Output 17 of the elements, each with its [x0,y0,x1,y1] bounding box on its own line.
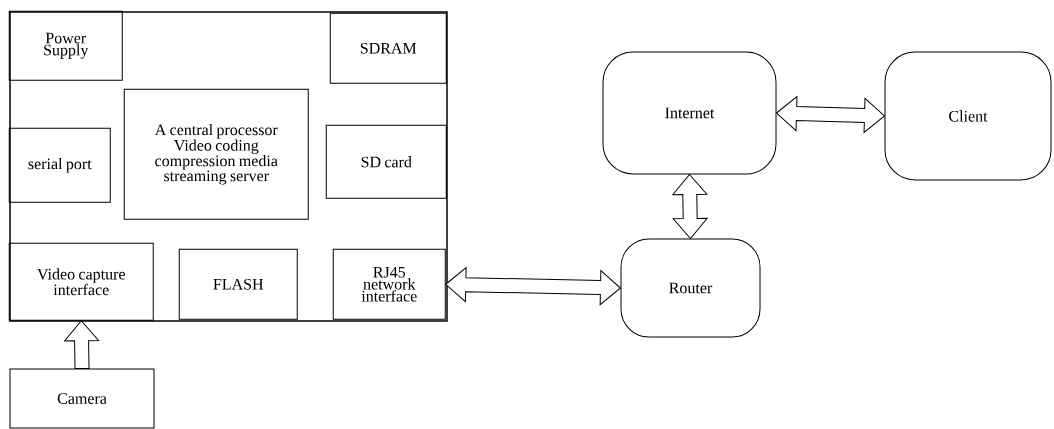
component-box: SDRAM [329,12,447,84]
rounded-box: Client [884,51,1052,181]
component-box: A central processor Video coding compression media streaming server [123,88,309,220]
component-box: Video capture interface [8,242,154,321]
block-arrow [64,320,100,370]
double-arrow [776,96,885,133]
device-box: Camera [9,368,155,429]
component-box: RJ45 network interface [332,248,446,320]
component-box: FLASH [178,248,298,320]
double-arrow [445,267,621,306]
double-arrow [672,174,708,239]
rounded-box: Router [620,238,761,338]
component-box: Power Supply [8,10,123,81]
board-box [9,11,448,322]
component-box: SD card [325,124,447,199]
rounded-box: Internet [602,51,777,175]
component-box: serial port [8,127,111,203]
